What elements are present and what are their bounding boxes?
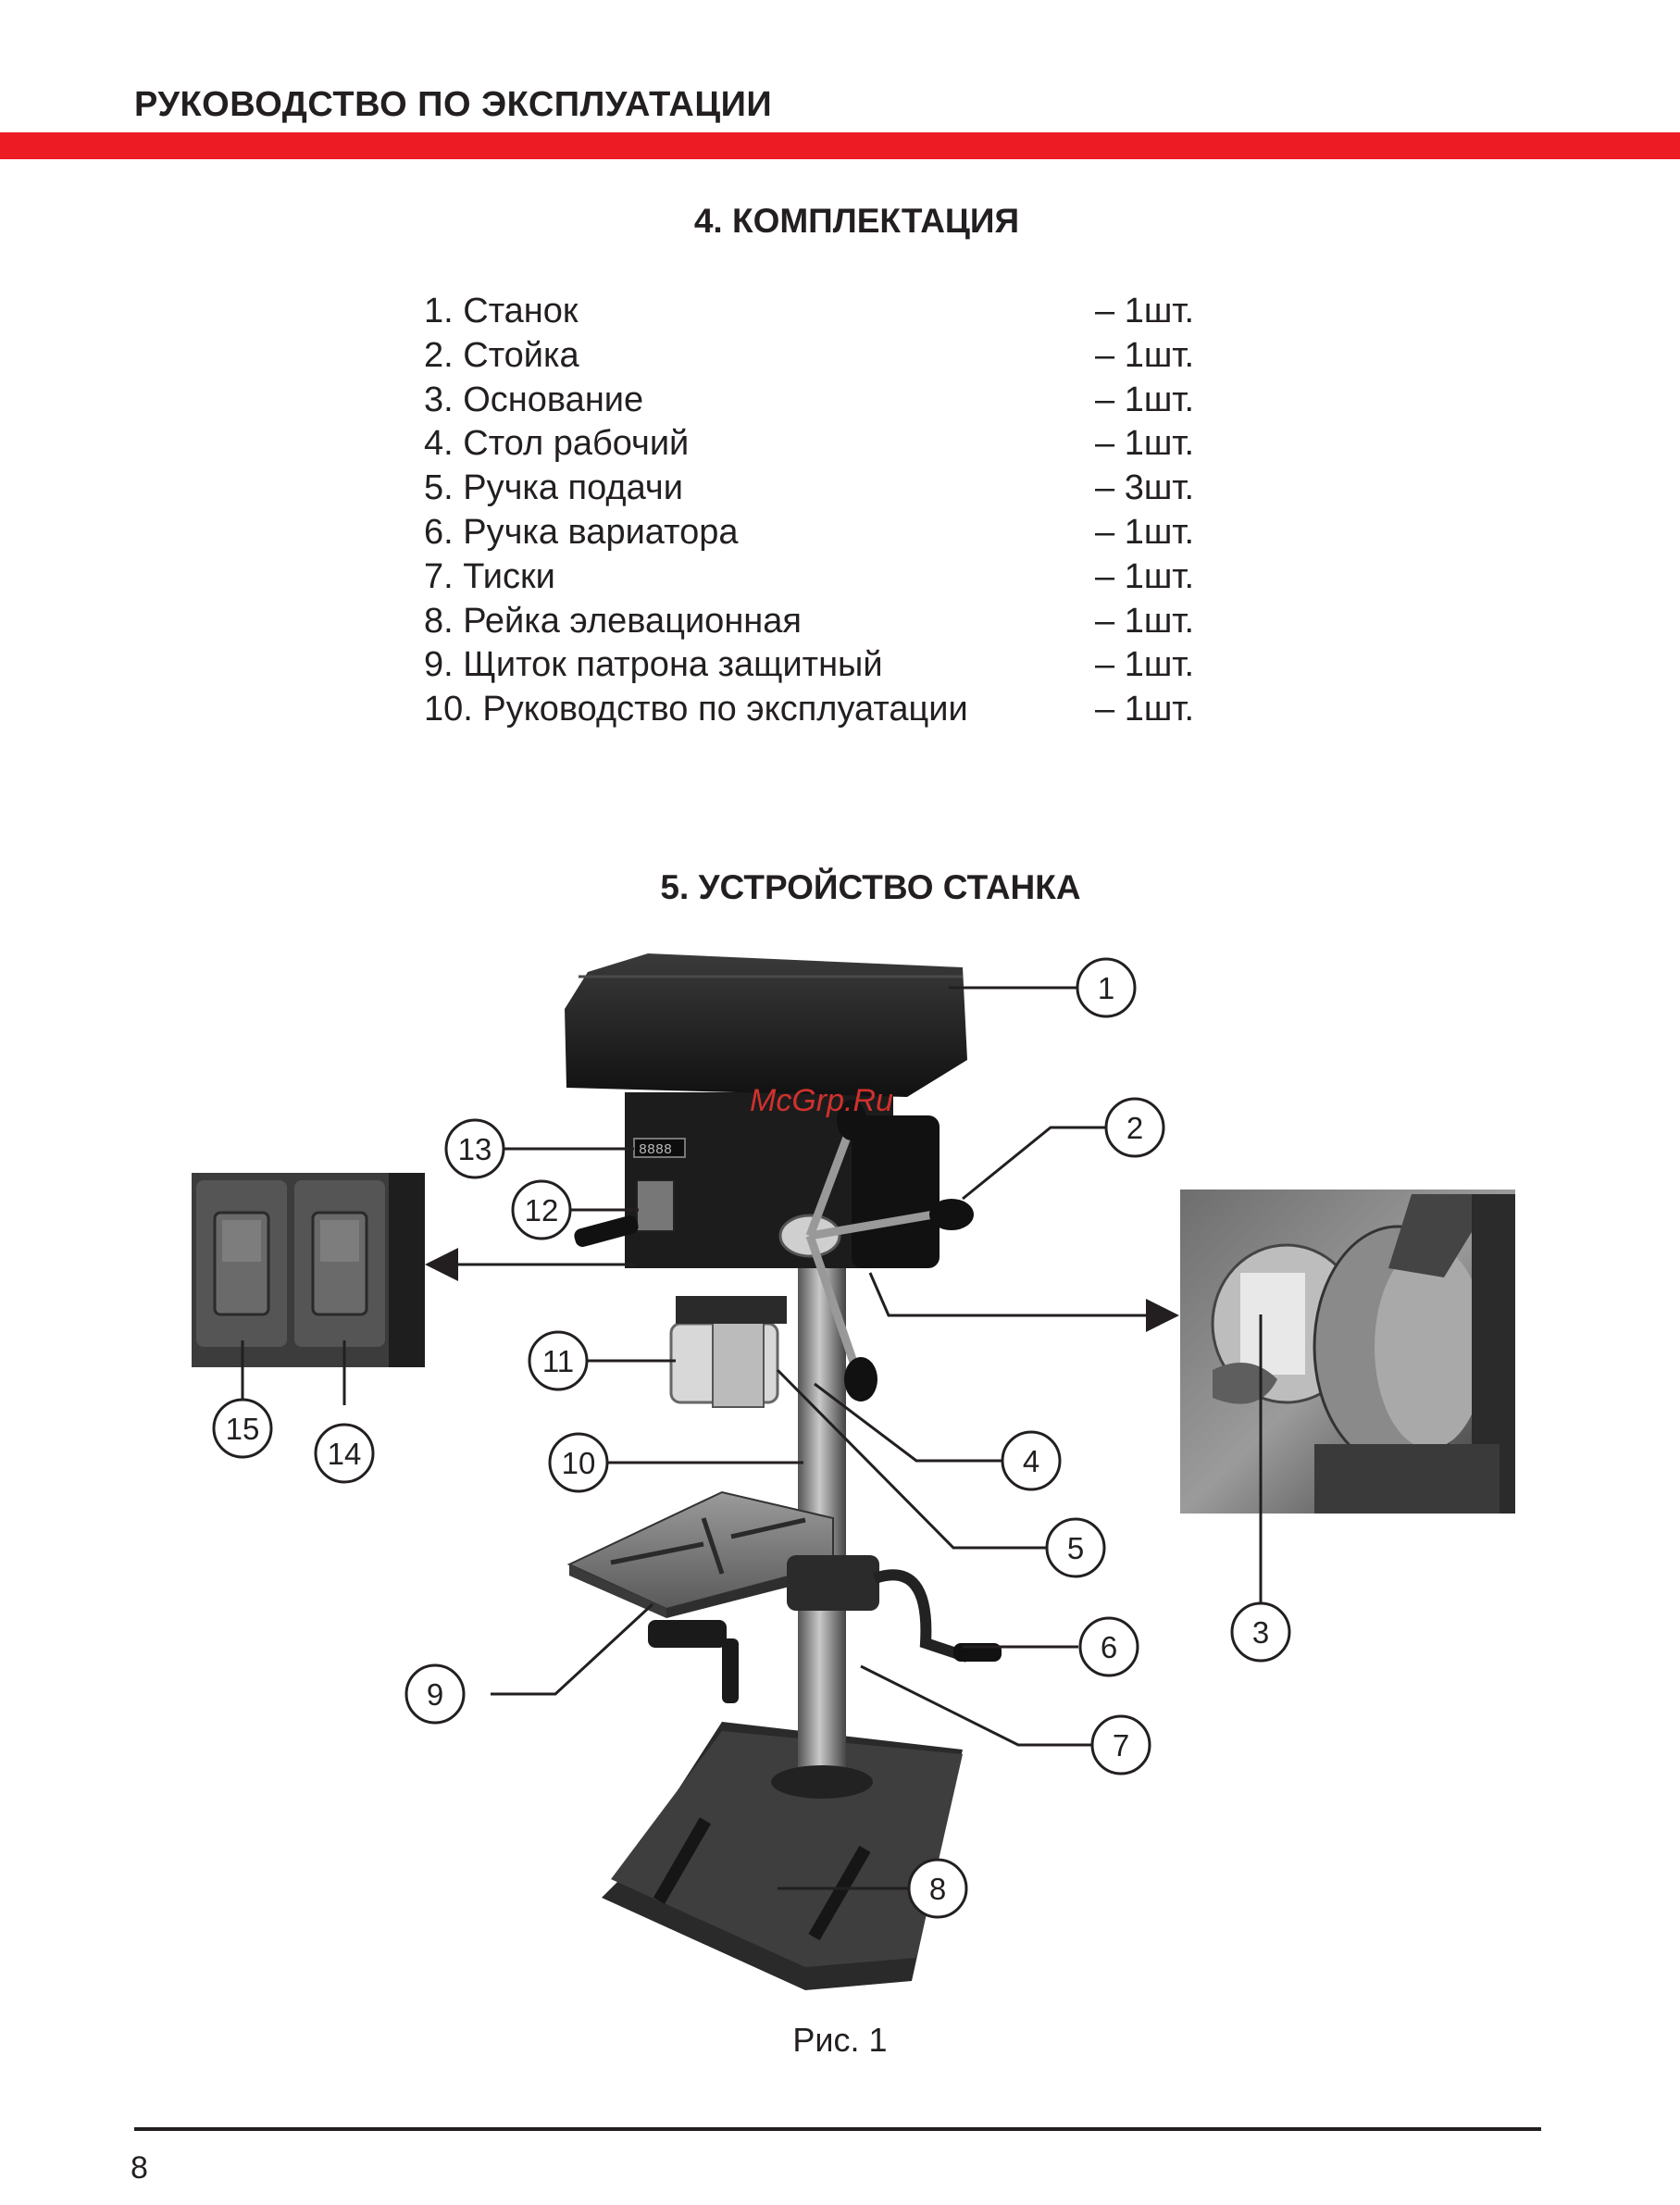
section-5-title: 5. УСТРОЙСТВО СТАНКА — [660, 868, 1081, 906]
callout-label: 1 — [1098, 971, 1114, 1005]
callout-10: 10 — [548, 1432, 609, 1493]
switch-inset-photo — [192, 1173, 425, 1367]
footer-rule — [134, 2127, 1541, 2131]
callout-8: 8 — [907, 1858, 968, 1919]
list-item: 7. Тиски – 1шт. — [424, 555, 1220, 600]
kit-item-name: 1. Станок — [424, 292, 579, 330]
kit-list: 1. Станок – 1шт. 2. Стойка – 1шт. 3. Основ… — [424, 290, 1220, 732]
list-item: 2. Стойка – 1шт. — [424, 334, 1220, 379]
kit-item-name: 5. Ручка подачи — [424, 468, 683, 508]
page-number: 8 — [131, 2150, 148, 2186]
watermark-text: McGrp.Ru — [750, 1083, 893, 1118]
kit-item-qty: – 3шт. — [1095, 468, 1195, 508]
callout-label: 11 — [542, 1344, 574, 1378]
list-item: 3. Основание – 1шт. — [424, 379, 1220, 423]
callout-label: 14 — [328, 1437, 362, 1471]
callout-5: 5 — [1045, 1517, 1106, 1578]
kit-item-qty: – 1шт. — [1095, 424, 1195, 464]
kit-item-qty: – 1шт. — [1095, 556, 1195, 596]
list-item: 8. Рейка элевационная – 1шт. — [424, 600, 1220, 644]
list-item: 4. Стол рабочий – 1шт. — [424, 422, 1220, 467]
callout-label: 2 — [1126, 1111, 1143, 1145]
document-header-title: РУКОВОДСТВО ПО ЭКСПЛУАТАЦИИ — [134, 85, 773, 124]
callout-11: 11 — [528, 1330, 589, 1391]
kit-item-qty: – 1шт. — [1095, 645, 1195, 685]
drill-press-photo: 8888 — [565, 953, 1002, 1990]
list-item: 9. Щиток патрона защитный – 1шт. — [424, 643, 1220, 688]
kit-item-qty: – 1шт. — [1095, 380, 1195, 419]
list-item: 1. Станок – 1шт. — [424, 290, 1220, 334]
figure-caption: Рис. 1 — [792, 2021, 888, 2059]
callout-2: 2 — [1104, 1097, 1165, 1158]
callout-3: 3 — [1230, 1601, 1291, 1663]
callout-6: 6 — [1078, 1616, 1139, 1677]
header-red-bar — [0, 132, 1680, 159]
callout-1: 1 — [1076, 957, 1137, 1018]
kit-item-qty: – 1шт. — [1095, 335, 1195, 375]
callout-14: 14 — [314, 1423, 375, 1484]
callout-label: 8 — [929, 1872, 946, 1906]
list-item: 10. Руководство по эксплуатации – 1шт. — [424, 688, 1220, 732]
callout-label: 9 — [427, 1677, 443, 1712]
callouts: 1 2 3 4 5 6 7 8 — [212, 957, 1291, 1919]
callout-9: 9 — [404, 1663, 466, 1725]
callout-label: 3 — [1252, 1615, 1269, 1650]
drill-press-figure: 8888 McGrp.Ru — [192, 953, 1515, 1990]
depth-scale-inset-photo — [1180, 1190, 1515, 1514]
callout-label: 12 — [525, 1193, 559, 1227]
leader-lines — [241, 986, 1263, 1890]
callout-4: 4 — [1001, 1430, 1062, 1491]
kit-item-name: 2. Стойка — [424, 335, 579, 375]
callout-label: 10 — [562, 1446, 596, 1480]
section-4-title: 4. КОМПЛЕКТАЦИЯ — [693, 202, 1020, 240]
callout-12: 12 — [511, 1179, 572, 1240]
kit-item-name: 10. Руководство по эксплуатации — [424, 690, 968, 729]
callout-label: 4 — [1023, 1444, 1039, 1478]
callout-label: 13 — [458, 1132, 492, 1166]
callout-15: 15 — [212, 1398, 273, 1459]
kit-item-name: 6. Ручка вариатора — [424, 512, 739, 552]
kit-item-name: 4. Стол рабочий — [424, 424, 690, 464]
kit-item-name: 3. Основание — [424, 380, 644, 419]
callout-label: 7 — [1113, 1728, 1129, 1763]
kit-item-qty: – 1шт. — [1095, 512, 1195, 552]
kit-item-qty: – 1шт. — [1095, 690, 1195, 729]
callout-13: 13 — [444, 1118, 505, 1179]
list-item: 5. Ручка подачи – 3шт. — [424, 467, 1220, 511]
kit-item-name: 9. Щиток патрона защитный — [424, 645, 883, 685]
drill-display-digits: 8888 — [639, 1142, 672, 1158]
kit-item-name: 8. Рейка элевационная — [424, 601, 802, 641]
list-item: 6. Ручка вариатора – 1шт. — [424, 511, 1220, 555]
callout-7: 7 — [1090, 1714, 1151, 1775]
callout-label: 6 — [1101, 1630, 1117, 1664]
kit-item-qty: – 1шт. — [1095, 601, 1195, 641]
kit-item-qty: – 1шт. — [1095, 292, 1195, 330]
callout-label: 15 — [226, 1412, 260, 1446]
kit-item-name: 7. Тиски — [424, 556, 555, 596]
callout-label: 5 — [1067, 1531, 1084, 1565]
